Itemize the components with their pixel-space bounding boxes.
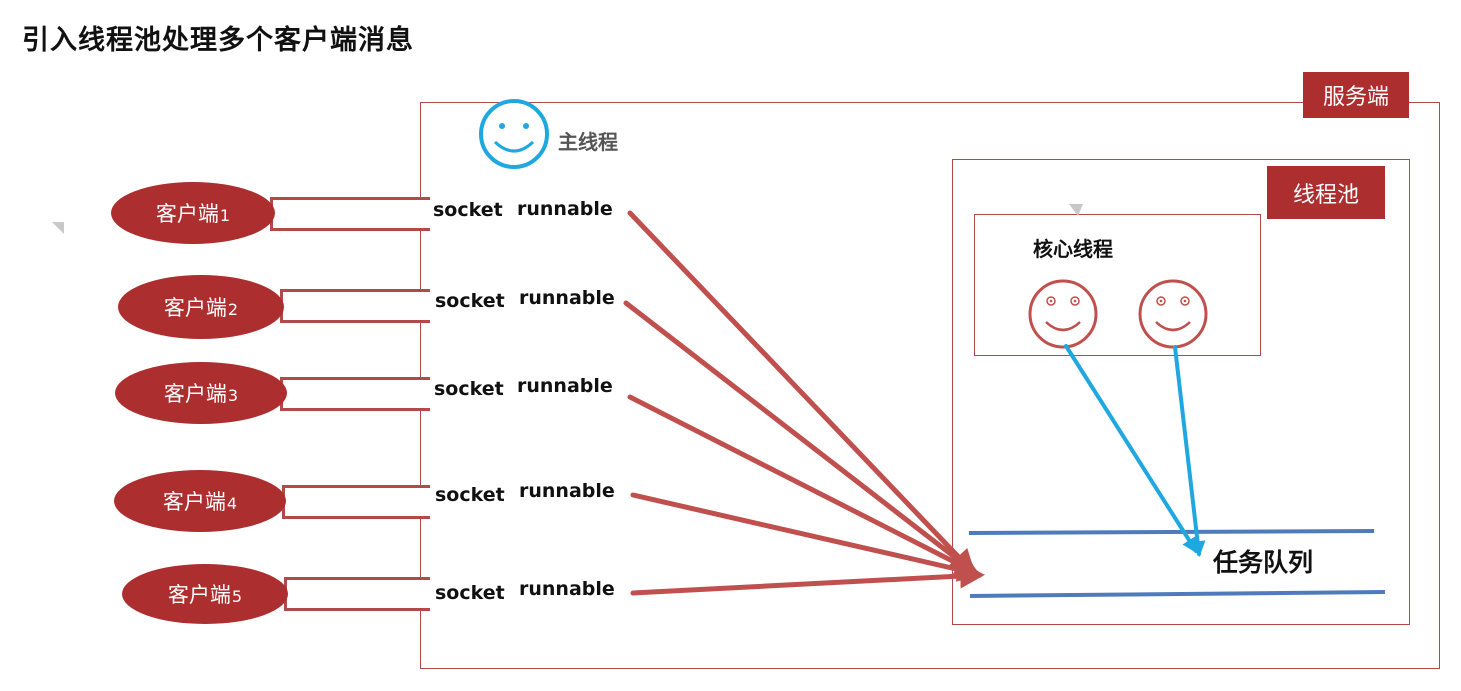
client-3-name: 客户端 <box>163 382 227 406</box>
client-2-name: 客户端 <box>163 296 227 320</box>
core-thread-2-arrow <box>1173 345 1206 558</box>
thread-pool-label: 线程池 <box>1267 166 1385 219</box>
core-thread-1-smiley-icon <box>1028 279 1098 349</box>
client-5-name: 客户端 <box>167 583 231 607</box>
client-2-pipe <box>280 289 430 323</box>
client-2-socket-label: socket <box>435 290 505 312</box>
client-5-runnable-label: runnable <box>519 578 615 600</box>
client-4-socket-label: socket <box>435 484 505 506</box>
client-1-name: 客户端 <box>155 202 219 226</box>
task-queue-label: 任务队列 <box>1213 548 1314 577</box>
core-thread-1-arrow <box>1064 344 1198 554</box>
client-5-pipe <box>284 577 430 611</box>
client-4-name: 客户端 <box>162 490 226 514</box>
client-3-socket-label: socket <box>434 378 504 400</box>
client-4-runnable-label: runnable <box>519 480 615 502</box>
client-2-num: 2 <box>227 300 239 319</box>
core-threads-label: 核心线程 <box>1033 237 1113 261</box>
client-1-num: 1 <box>219 206 231 225</box>
runnable-2-arrow <box>623 300 978 576</box>
client-2-runnable-label: runnable <box>519 287 615 309</box>
main-thread-smiley-icon <box>479 99 549 169</box>
core-threads-box <box>974 214 1261 356</box>
task-queue-top-line <box>968 529 1375 535</box>
runnable-4-arrow <box>630 492 983 582</box>
client-5-num: 5 <box>231 587 243 606</box>
runnable-3-arrow <box>627 394 981 576</box>
page-title: 引入线程池处理多个客户端消息 <box>22 25 414 56</box>
task-queue-bottom-line <box>969 590 1386 598</box>
thread-pool-box <box>952 159 1410 625</box>
corner-triangle-icon <box>1069 204 1083 216</box>
client-1-runnable-label: runnable <box>517 198 613 220</box>
client-4-pipe <box>282 485 430 519</box>
runnable-5-arrow <box>630 563 985 596</box>
core-thread-2-smiley-icon <box>1138 279 1208 349</box>
client-4-num: 4 <box>226 494 238 513</box>
server-label: 服务端 <box>1303 72 1409 118</box>
runnable-1-arrow <box>627 210 976 575</box>
client-3-pipe <box>280 377 430 411</box>
main-thread-label: 主线程 <box>558 130 618 154</box>
corner-triangle-icon <box>52 222 64 234</box>
client-1-pipe <box>270 197 430 231</box>
client-3-num: 3 <box>227 386 239 405</box>
client-1-socket-label: socket <box>433 199 503 221</box>
client-5-socket-label: socket <box>435 582 505 604</box>
client-3-runnable-label: runnable <box>517 375 613 397</box>
